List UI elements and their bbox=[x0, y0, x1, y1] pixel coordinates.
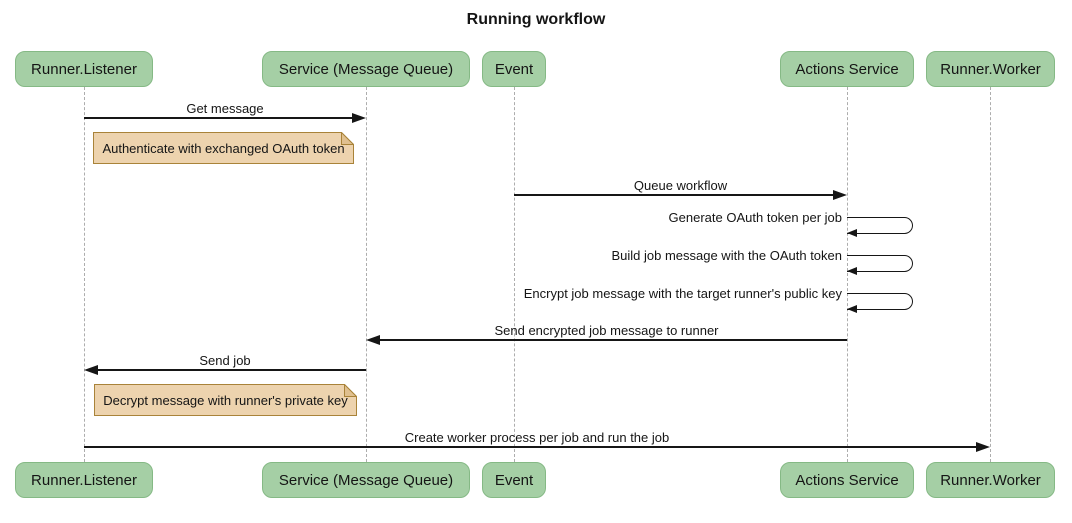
self-loop-generate-oauth-token bbox=[847, 217, 913, 234]
message-line-queue-workflow bbox=[514, 194, 835, 196]
actor-bottom-event: Event bbox=[482, 462, 546, 498]
actor-label: Service (Message Queue) bbox=[278, 60, 454, 78]
message-label-send-job: Send job bbox=[199, 353, 251, 368]
lifeline-event bbox=[513, 87, 515, 462]
actor-label: Event bbox=[494, 60, 534, 78]
actor-label: Runner.Listener bbox=[31, 60, 137, 78]
arrowhead-right-icon bbox=[976, 442, 990, 452]
actor-top-runner-worker: Runner.Worker bbox=[926, 51, 1055, 87]
message-label-get-message: Get message bbox=[186, 101, 264, 116]
message-label-generate-oauth-token: Generate OAuth token per job bbox=[668, 210, 842, 225]
arrowhead-left-icon bbox=[84, 365, 98, 375]
lifeline-runner-listener bbox=[83, 87, 85, 462]
note-text: Decrypt message with runner's private ke… bbox=[103, 392, 348, 408]
note-shape bbox=[93, 132, 354, 164]
actor-label: Actions Service bbox=[795, 60, 899, 78]
actor-bottom-runner-worker: Runner.Worker bbox=[926, 462, 1055, 498]
actor-top-actions-service: Actions Service bbox=[780, 51, 914, 87]
lifeline-runner-worker bbox=[989, 87, 991, 462]
actor-label: Event bbox=[494, 471, 534, 489]
arrowhead-left-icon bbox=[847, 229, 857, 237]
diagram-title: Running workflow bbox=[466, 11, 606, 28]
actor-bottom-runner-listener: Runner.Listener bbox=[15, 462, 153, 498]
note-text: Authenticate with exchanged OAuth token bbox=[102, 140, 345, 156]
self-loop-encrypt-job-message bbox=[847, 293, 913, 310]
message-label-queue-workflow: Queue workflow bbox=[633, 178, 728, 193]
actor-bottom-service-message-queue: Service (Message Queue) bbox=[262, 462, 470, 498]
arrowhead-left-icon bbox=[366, 335, 380, 345]
actor-label: Runner.Worker bbox=[940, 60, 1041, 78]
note-decrypt-private-key: Decrypt message with runner's private ke… bbox=[94, 384, 357, 416]
arrowhead-right-icon bbox=[833, 190, 847, 200]
note-shape bbox=[94, 384, 357, 416]
actor-label: Runner.Worker bbox=[940, 471, 1041, 489]
message-label-send-encrypted: Send encrypted job message to runner bbox=[494, 323, 719, 338]
message-line-send-encrypted bbox=[378, 339, 847, 341]
actor-top-event: Event bbox=[482, 51, 546, 87]
note-authenticate-oauth: Authenticate with exchanged OAuth token bbox=[93, 132, 354, 164]
actor-label: Service (Message Queue) bbox=[278, 471, 454, 489]
arrowhead-right-icon bbox=[352, 113, 366, 123]
message-line-create-worker bbox=[84, 446, 978, 448]
message-label-build-job-message: Build job message with the OAuth token bbox=[611, 248, 842, 263]
arrowhead-left-icon bbox=[847, 267, 857, 275]
message-line-send-job bbox=[96, 369, 366, 371]
message-line-get-message bbox=[84, 117, 354, 119]
actor-label: Runner.Listener bbox=[31, 471, 137, 489]
actor-top-runner-listener: Runner.Listener bbox=[15, 51, 153, 87]
actor-label: Actions Service bbox=[795, 471, 899, 489]
message-label-encrypt-job-message: Encrypt job message with the target runn… bbox=[523, 286, 842, 301]
message-label-create-worker: Create worker process per job and run th… bbox=[404, 430, 670, 445]
actor-top-service-message-queue: Service (Message Queue) bbox=[262, 51, 470, 87]
self-loop-build-job-message bbox=[847, 255, 913, 272]
actor-bottom-actions-service: Actions Service bbox=[780, 462, 914, 498]
lifeline-service-message-queue bbox=[365, 87, 367, 462]
arrowhead-left-icon bbox=[847, 305, 857, 313]
